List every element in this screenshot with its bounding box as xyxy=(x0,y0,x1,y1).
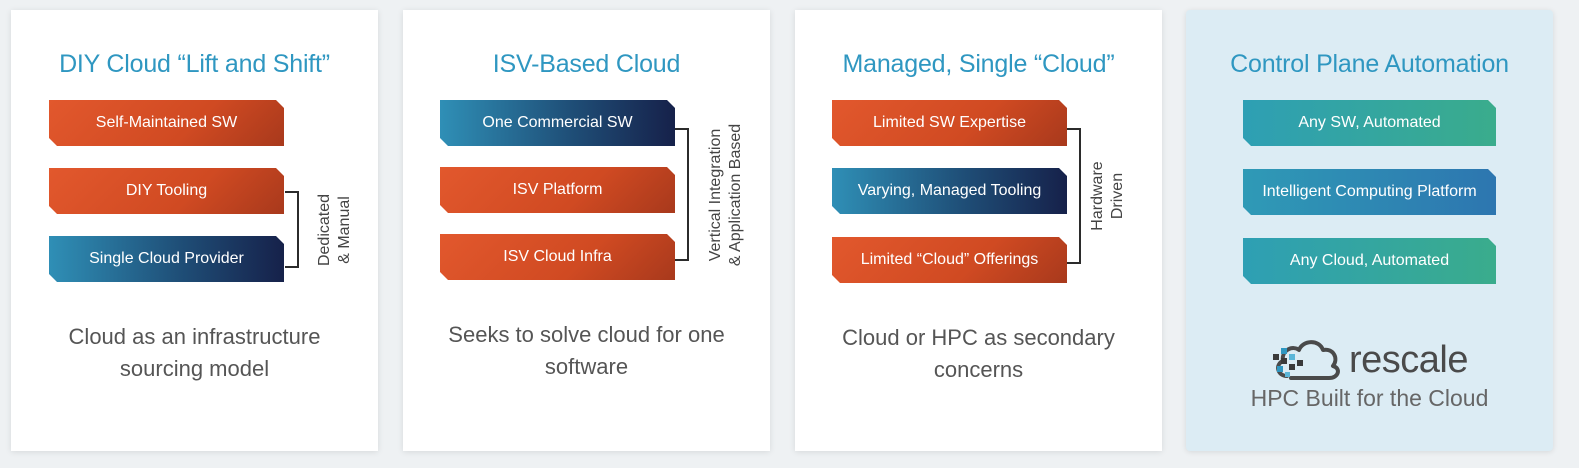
cloud-pixel-icon xyxy=(1273,340,1340,380)
logo-text: rescale xyxy=(1349,338,1469,381)
card-title: ISV-Based Cloud xyxy=(492,50,681,78)
card-description: Seeks to solve cloud for one software xyxy=(448,322,725,379)
box-single-cloud-provider: Single Cloud Provider xyxy=(49,236,284,282)
card-isv-based-cloud: ISV-Based Cloud One Commercial SW ISV Pl… xyxy=(403,10,770,451)
card-description: Cloud as an infrastructure sourcing mode… xyxy=(68,324,321,381)
card-title: Managed, Single “Cloud” xyxy=(842,50,1115,78)
box-any-sw-automated: Any SW, Automated xyxy=(1243,100,1496,146)
tagline: HPC Built for the Cloud xyxy=(1250,385,1489,411)
box-diy-tooling: DIY Tooling xyxy=(49,168,284,214)
rescale-logo: rescale xyxy=(1186,336,1553,384)
bracket-label: Vertical Integration & Application Based xyxy=(707,123,744,267)
box-isv-cloud-infra: ISV Cloud Infra xyxy=(440,234,675,280)
box-one-commercial-sw: One Commercial SW xyxy=(440,100,675,146)
bracket-label: Dedicated & Manual xyxy=(316,193,353,267)
box-intelligent-computing-platform: Intelligent Computing Platform xyxy=(1243,169,1496,215)
box-any-cloud-automated: Any Cloud, Automated xyxy=(1243,238,1496,284)
card-title: DIY Cloud “Lift and Shift” xyxy=(59,50,330,78)
bracket xyxy=(1067,128,1081,264)
card-control-plane-automation: Control Plane Automation Any SW, Automat… xyxy=(1186,10,1553,451)
box-varying-managed-tooling: Varying, Managed Tooling xyxy=(832,168,1067,214)
box-limited-cloud-offerings: Limited “Cloud” Offerings xyxy=(832,237,1067,283)
box-isv-platform: ISV Platform xyxy=(440,167,675,213)
box-limited-sw-expertise: Limited SW Expertise xyxy=(832,100,1067,146)
card-description: Cloud or HPC as secondary concerns xyxy=(842,325,1115,382)
card-diy-cloud: DIY Cloud “Lift and Shift” Self-Maintain… xyxy=(11,10,378,451)
bracket xyxy=(285,191,299,268)
card-title: Control Plane Automation xyxy=(1230,50,1509,78)
box-self-maintained-sw: Self-Maintained SW xyxy=(49,100,284,146)
bracket xyxy=(675,128,689,261)
bracket-label: Hardware Driven xyxy=(1089,161,1126,231)
card-managed-single-cloud: Managed, Single “Cloud” Limited SW Exper… xyxy=(795,10,1162,451)
